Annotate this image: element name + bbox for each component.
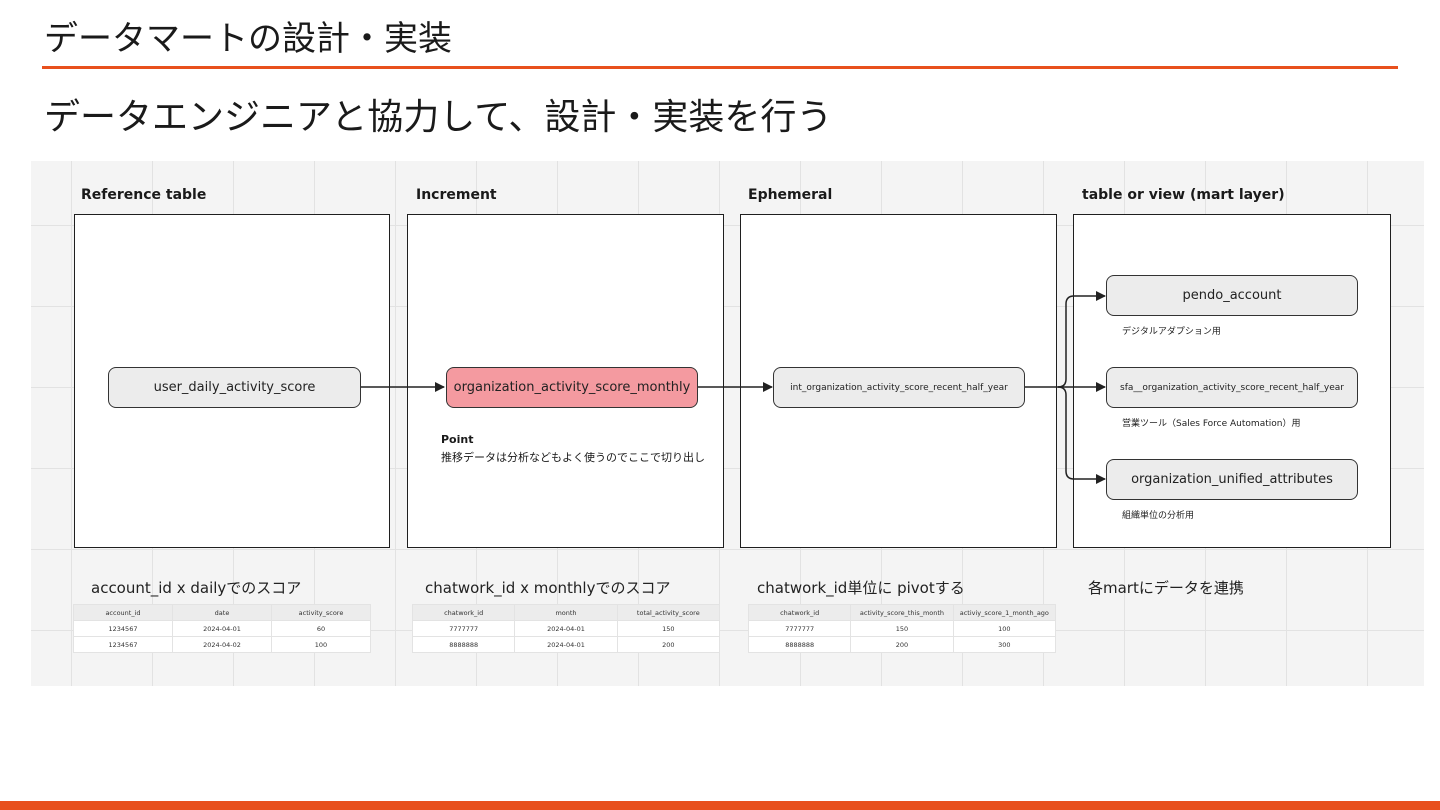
table-header-cell: month (514, 604, 618, 621)
table-header-row: account_id date activity_score (73, 604, 371, 621)
node-sfa-organization-activity-score: sfa__organization_activity_score_recent_… (1106, 367, 1358, 408)
node-pendo-account: pendo_account (1106, 275, 1358, 316)
note-sfa: 営業ツール（Sales Force Automation）用 (1122, 419, 1301, 429)
table-row: 8888888 200 300 (747, 636, 1057, 653)
table-cell: 2024-04-01 (514, 636, 618, 653)
table-cell: 60 (271, 620, 371, 637)
node-user-daily-activity-score: user_daily_activity_score (108, 367, 361, 408)
column-header-increment: Increment (416, 187, 497, 203)
node-organization-unified-attributes: organization_unified_attributes (1106, 459, 1358, 500)
table-header-row: chatwork_id activity_score_this_month ac… (747, 604, 1057, 621)
table-header-cell: account_id (73, 604, 173, 621)
table-cell: 150 (616, 620, 721, 637)
table-header-cell: date (172, 604, 272, 621)
table-header-cell: activiy_score_1_month_ago (952, 604, 1057, 621)
caption-ephemeral: chatwork_id単位に pivotする (757, 579, 965, 597)
note-unified: 組織単位の分析用 (1122, 511, 1195, 521)
sample-table-increment: chatwork_id month total_activity_score 7… (411, 604, 721, 653)
table-row: 8888888 2024-04-01 200 (411, 636, 721, 653)
table-cell: 7777777 (747, 620, 852, 637)
table-cell: 2024-04-01 (514, 620, 618, 637)
node-organization-activity-score-monthly: organization_activity_score_monthly (446, 367, 698, 408)
footer-accent-bar (0, 801, 1440, 810)
table-cell: 200 (850, 636, 954, 653)
arrow-int-to-unified (1057, 386, 1106, 484)
caption-increment: chatwork_id x monthlyでのスコア (425, 579, 671, 597)
table-cell: 8888888 (747, 636, 852, 653)
table-cell: 2024-04-01 (172, 620, 272, 637)
page-title: データマートの設計・実装 (44, 19, 452, 59)
table-cell: 1234567 (73, 620, 173, 637)
table-cell: 300 (952, 636, 1057, 653)
table-header-row: chatwork_id month total_activity_score (411, 604, 721, 621)
table-header-cell: total_activity_score (616, 604, 721, 621)
table-cell: 100 (271, 636, 371, 653)
point-title: Point (441, 433, 474, 446)
table-header-cell: activity_score_this_month (850, 604, 954, 621)
table-cell: 1234567 (73, 636, 173, 653)
table-cell: 150 (850, 620, 954, 637)
table-row: 1234567 2024-04-01 60 (73, 620, 371, 637)
column-header-ephemeral: Ephemeral (748, 187, 833, 203)
page-subtitle: データエンジニアと協力して、設計・実装を行う (44, 97, 833, 138)
caption-reference: account_id x dailyでのスコア (91, 579, 302, 597)
note-pendo: デジタルアダプション用 (1122, 327, 1221, 337)
table-row: 7777777 150 100 (747, 620, 1057, 637)
table-cell: 200 (616, 636, 721, 653)
table-header-cell: chatwork_id (411, 604, 516, 621)
node-int-organization-activity-score: int_organization_activity_score_recent_h… (773, 367, 1025, 408)
table-cell: 100 (952, 620, 1057, 637)
table-header-cell: chatwork_id (747, 604, 852, 621)
table-header-cell: activity_score (271, 604, 371, 621)
table-cell: 8888888 (411, 636, 516, 653)
column-header-mart: table or view (mart layer) (1082, 187, 1285, 203)
sample-table-ephemeral: chatwork_id activity_score_this_month ac… (747, 604, 1057, 653)
arrow-int-to-pendo (1057, 291, 1106, 388)
sample-table-reference: account_id date activity_score 1234567 2… (73, 604, 371, 653)
table-cell: 7777777 (411, 620, 516, 637)
title-divider (42, 66, 1398, 69)
point-text: 推移データは分析などもよく使うのでここで切り出し (441, 451, 705, 464)
caption-mart: 各martにデータを連携 (1088, 579, 1244, 597)
table-row: 7777777 2024-04-01 150 (411, 620, 721, 637)
table-row: 1234567 2024-04-02 100 (73, 636, 371, 653)
table-cell: 2024-04-02 (172, 636, 272, 653)
column-header-reference: Reference table (81, 187, 207, 203)
